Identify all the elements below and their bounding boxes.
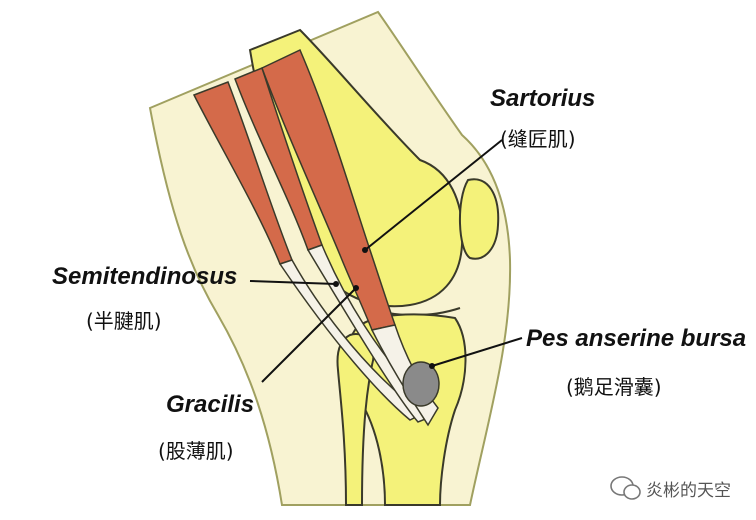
dot-semitendinosus (333, 281, 339, 287)
wechat-icon (610, 476, 641, 500)
label-semitendinosus: Semitendinosus (52, 263, 237, 290)
watermark-text: 炎彬的天空 (646, 481, 731, 501)
label-sartorius-zh: (缝匠肌) (500, 127, 576, 151)
dot-bursa (429, 363, 435, 369)
label-pes-anserine-bursa-zh: (鹅足滑囊) (566, 375, 662, 399)
dot-gracilis (353, 285, 359, 291)
leader-pes-anserine-bursa (431, 337, 523, 367)
watermark: 炎彬的天空 (610, 476, 731, 501)
leader-sartorius (364, 139, 503, 251)
label-semitendinosus-zh: (半腱肌) (86, 309, 162, 333)
pes-anserine-bursa-shape (402, 361, 440, 407)
label-sartorius: Sartorius (490, 85, 595, 112)
patella (459, 178, 500, 260)
leader-gracilis (261, 287, 357, 383)
label-gracilis: Gracilis (166, 391, 254, 418)
dot-sartorius (362, 247, 368, 253)
fibula (336, 333, 375, 506)
label-gracilis-zh: (股薄肌) (158, 439, 234, 463)
leader-semitendinosus (249, 280, 337, 285)
label-pes-anserine-bursa: Pes anserine bursa (526, 325, 746, 352)
